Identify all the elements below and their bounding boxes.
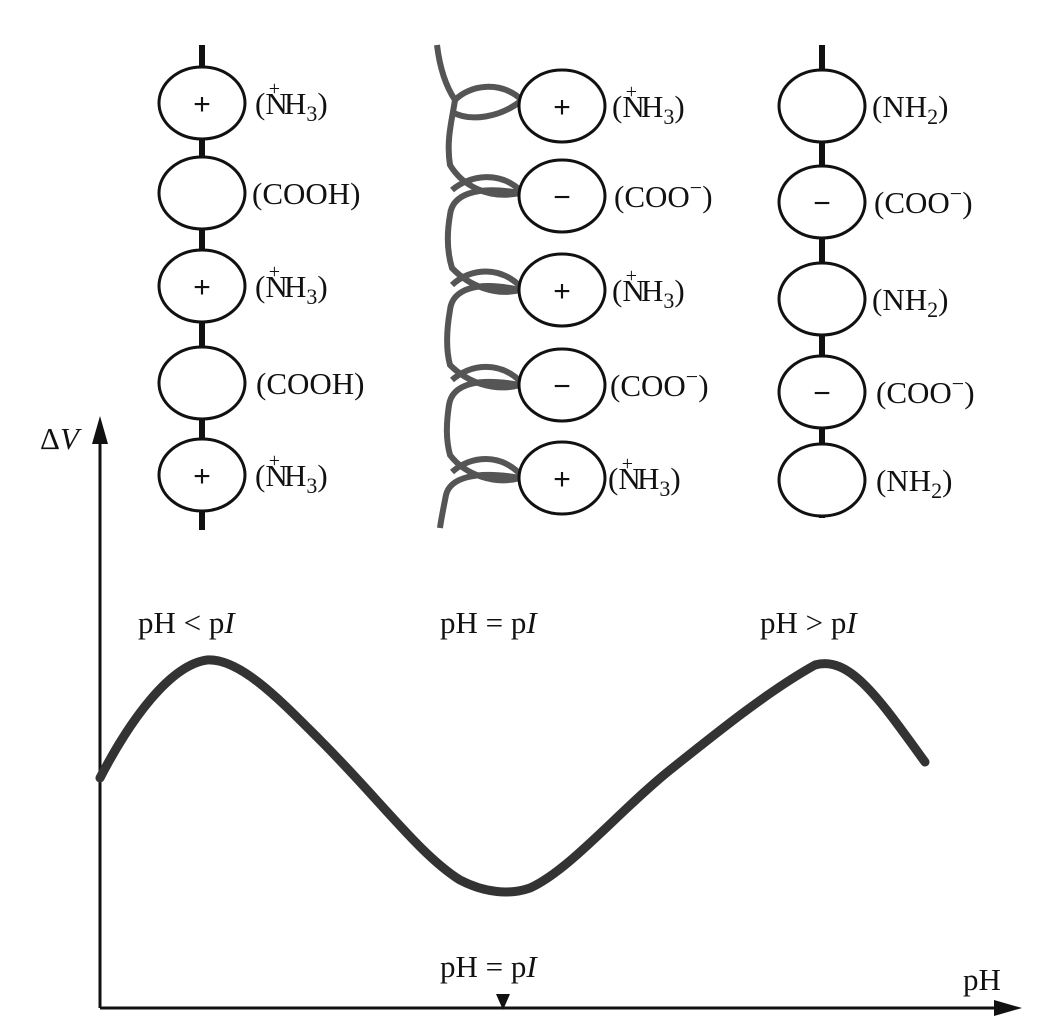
chain-basic: − − (777, 45, 867, 518)
bead-iso-4: − (517, 347, 607, 423)
group-label: (NH2) (872, 89, 948, 129)
region-label-middle: pH = pI (440, 605, 538, 640)
isoelectric-marker-label: pH = pI (440, 949, 538, 984)
bead-basic-1 (777, 68, 867, 144)
bead-basic-2: − (777, 164, 867, 240)
group-label: (COO−) (614, 175, 713, 214)
bead-iso-3: + (517, 252, 607, 328)
chain-isoelectric: + − + − + (434, 44, 607, 529)
bead-acidic-2 (157, 155, 247, 231)
group-label: (COO−) (874, 181, 973, 220)
group-label: (N+H3) (612, 265, 685, 313)
bead-sign: + (193, 88, 211, 121)
group-label: (N+H3) (255, 78, 328, 126)
bead-acidic-4 (157, 345, 247, 421)
group-label: (COO−) (876, 371, 975, 410)
bead-iso-2: − (517, 158, 607, 234)
group-label: (COOH) (252, 176, 361, 211)
group-label: (NH2) (872, 282, 948, 322)
group-labels-basic: (NH2) (COO−) (NH2) (COO−) (NH2) (872, 89, 975, 503)
group-label: (N+H3) (255, 261, 328, 309)
isoelectric-marker-arrow (496, 994, 510, 1010)
bead-basic-3 (777, 261, 867, 337)
bead-iso-1: + (517, 68, 607, 144)
region-label-left: pH < pI (138, 605, 236, 640)
region-label-right: pH > pI (760, 605, 858, 640)
bead-sign: + (553, 91, 571, 124)
x-axis-label: pH (963, 962, 1001, 997)
bead-iso-5: + (517, 440, 607, 516)
y-axis-label: ΔV (40, 421, 82, 456)
helix-backbone (434, 44, 521, 529)
x-axis-arrow (994, 1000, 1022, 1016)
group-label: (N+H3) (612, 81, 685, 129)
bead-sign: + (193, 271, 211, 304)
bead-basic-5 (777, 442, 867, 518)
group-label: (NH2) (876, 463, 952, 503)
bead-acidic-3: + (157, 248, 247, 324)
group-label: (COOH) (256, 366, 365, 401)
group-label: (N+H3) (608, 453, 681, 501)
bead-sign: − (813, 187, 831, 220)
chain-acidic: + + + (157, 45, 247, 530)
y-axis-arrow (92, 416, 108, 444)
helix-loops (449, 83, 527, 479)
bead-basic-4: − (777, 354, 867, 430)
bead-sign: + (553, 463, 571, 496)
mobility-curve (95, 655, 930, 897)
group-label: (N+H3) (255, 450, 328, 498)
bead-sign: − (553, 181, 571, 214)
group-label: (COO−) (610, 364, 709, 403)
axes: ΔV pH pH = pI (40, 416, 1022, 1016)
bead-acidic-1: + (157, 65, 247, 141)
bead-sign: + (553, 275, 571, 308)
group-labels-iso: (N+H3) (COO−) (N+H3) (COO−) (N+H3) (608, 81, 713, 501)
bead-sign: − (813, 377, 831, 410)
group-labels-acidic: (N+H3) (COOH) (N+H3) (COOH) (N+H3) (252, 78, 365, 498)
bead-sign: + (193, 460, 211, 493)
bead-acidic-5: + (157, 437, 247, 513)
bead-sign: − (553, 370, 571, 403)
